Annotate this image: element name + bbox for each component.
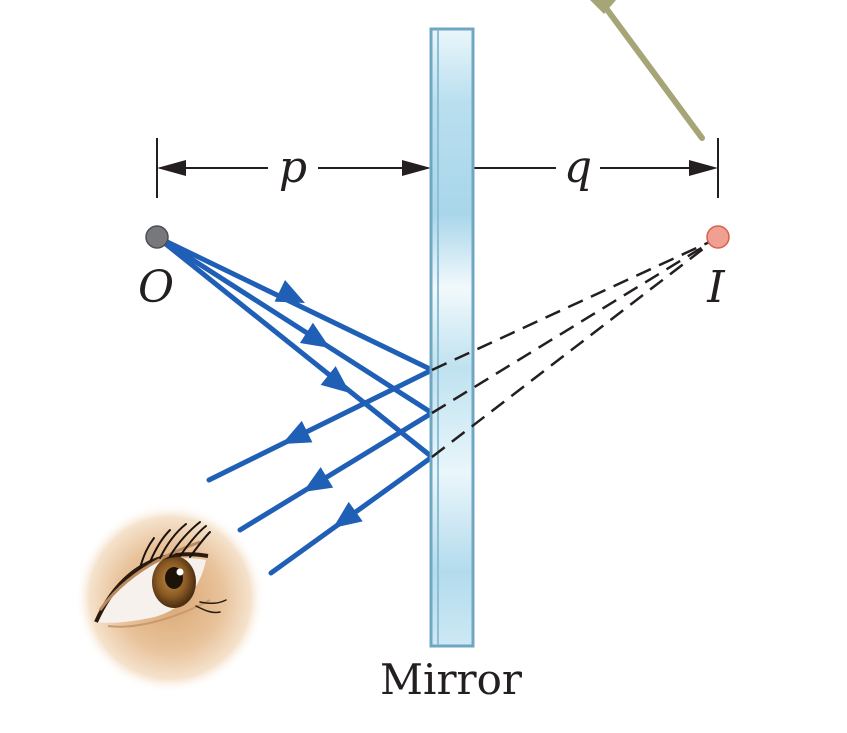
- reflected-arrow-3: [333, 501, 363, 528]
- reflected-ray-2: [237, 410, 435, 533]
- eye-icon: [75, 503, 265, 693]
- incident-arrow-3: [320, 366, 350, 393]
- reflected-arrow-2: [303, 467, 334, 492]
- virtual-ray-2: [431, 237, 717, 415]
- incident-arrow-2: [299, 322, 330, 348]
- mirror-label: Mirror: [380, 655, 523, 704]
- object-point: [145, 225, 169, 249]
- object-label: O: [138, 262, 174, 313]
- incident-ray-3: [154, 234, 435, 460]
- incident-ray-1: [154, 234, 435, 373]
- image-distance-label: q: [564, 142, 592, 193]
- mirror: [429, 27, 475, 648]
- incident-ray-2: [154, 234, 435, 416]
- reflected-ray-1: [206, 367, 435, 483]
- virtual-rays: [431, 237, 717, 458]
- virtual-ray-3: [431, 238, 717, 458]
- incident-arrow-1: [274, 280, 305, 303]
- pointer-stick: [590, 0, 705, 141]
- object-distance-label: p: [279, 142, 307, 193]
- virtual-ray-1: [431, 237, 717, 372]
- image-point: [706, 225, 730, 249]
- p-arrow-right: [402, 160, 431, 176]
- image-label: I: [706, 262, 726, 313]
- q-arrow-right: [689, 160, 718, 176]
- p-arrow-left: [157, 160, 186, 176]
- reflected-arrow-1: [282, 420, 313, 444]
- ray-arrowheads: [274, 280, 363, 528]
- incident-rays: [154, 234, 435, 460]
